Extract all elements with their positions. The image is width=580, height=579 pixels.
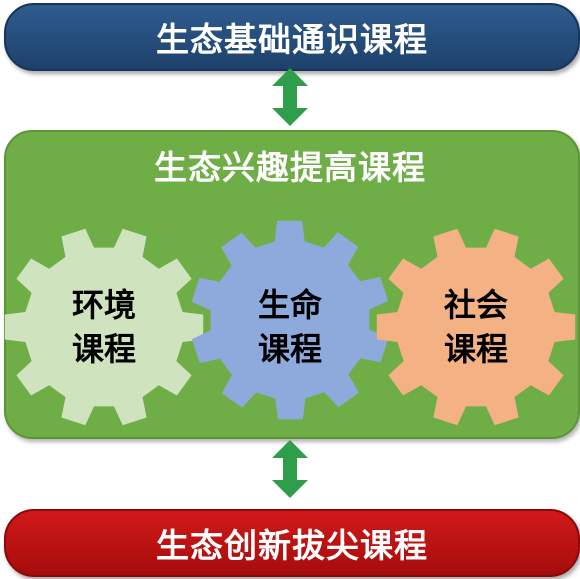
double-arrow-icon: [272, 440, 308, 498]
middle-course-title: 生态兴趣提高课程: [154, 148, 426, 187]
gear-label-life: 生命 课程: [257, 286, 322, 368]
bottom-course-label: 生态创新拔尖课程: [156, 526, 428, 565]
bottom-course-bar: 生态创新拔尖课程: [4, 509, 580, 577]
gear-life: [191, 220, 389, 420]
top-course-label: 生态基础通识课程: [156, 20, 428, 59]
gear-society: [376, 228, 576, 426]
top-course-bar: 生态基础通识课程: [4, 3, 580, 71]
gear-environment: [4, 228, 204, 426]
gear-label-environment: 环境 课程: [71, 286, 136, 368]
gear-label-society: 社会 课程: [443, 286, 508, 368]
double-arrow-icon: [272, 68, 308, 126]
